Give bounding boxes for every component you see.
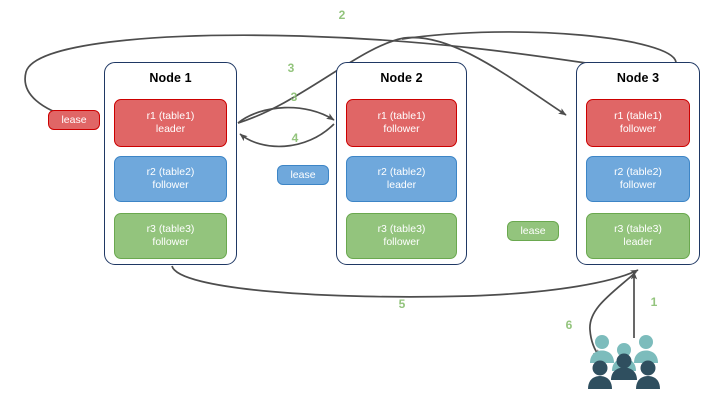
node-3-replica-r2[interactable]: r2 (table2) follower [586, 156, 690, 202]
node-2-replica-r1[interactable]: r1 (table1) follower [346, 99, 457, 147]
edge-5-path [171, 265, 639, 298]
node-3-replica-r1[interactable]: r1 (table1) follower [586, 99, 690, 147]
lease-label: lease [520, 225, 546, 237]
lease-label: lease [290, 169, 316, 181]
node-1[interactable]: Node 1 r1 (table1) leader r2 (table2) fo… [104, 62, 237, 265]
edge-label-2: 2 [338, 8, 346, 22]
replica-line1: r3 (table3) [146, 223, 195, 235]
replica-line1: r3 (table3) [614, 223, 662, 235]
lease-badge-table2[interactable]: lease [277, 165, 329, 185]
edge-3-lower-path [237, 106, 335, 124]
node-2[interactable]: Node 2 r1 (table1) follower r2 (table2) … [336, 62, 467, 265]
replica-line2: leader [386, 179, 417, 191]
replica-line1: r1 (table1) [146, 110, 195, 122]
replica-line2: follower [383, 236, 420, 248]
lease-badge-table1[interactable]: lease [48, 110, 100, 130]
replica-line2: follower [619, 179, 657, 191]
node-1-replica-r2[interactable]: r2 (table2) follower [114, 156, 227, 202]
replica-line2: follower [152, 179, 189, 191]
edge-label-4: 4 [291, 131, 299, 145]
node-1-title: Node 1 [149, 71, 192, 85]
node-1-replica-r1[interactable]: r1 (table1) leader [114, 99, 227, 147]
edge-label-6: 6 [565, 318, 573, 332]
users-group-icon [588, 335, 660, 389]
replica-line2: leader [155, 123, 186, 135]
replica-line1: r3 (table3) [377, 223, 426, 235]
node-3[interactable]: Node 3 r1 (table1) follower r2 (table2) … [576, 62, 700, 265]
node-2-replica-r3[interactable]: r3 (table3) follower [346, 213, 457, 259]
lease-badge-table3[interactable]: lease [507, 221, 559, 241]
replica-line1: r2 (table2) [377, 166, 426, 178]
node-1-replica-r3[interactable]: r3 (table3) follower [114, 213, 227, 259]
node-3-title: Node 3 [616, 71, 660, 85]
replica-line1: r1 (table1) [377, 110, 426, 122]
replica-line2: follower [619, 123, 657, 135]
edge-label-3-lower: 3 [290, 90, 298, 104]
node-2-title: Node 2 [380, 71, 423, 85]
node-3-replica-r3[interactable]: r3 (table3) leader [586, 213, 690, 259]
replica-line1: r2 (table2) [614, 166, 662, 178]
replica-line1: r1 (table1) [614, 110, 662, 122]
replica-line2: leader [623, 236, 653, 248]
node-2-replica-r2[interactable]: r2 (table2) leader [346, 156, 457, 202]
edge-label-3-upper: 3 [287, 61, 295, 75]
replica-line2: follower [383, 123, 420, 135]
replica-line1: r2 (table2) [146, 166, 195, 178]
edge-label-5: 5 [398, 297, 406, 311]
edge-label-1: 1 [650, 295, 658, 309]
replica-line2: follower [152, 236, 189, 248]
lease-label: lease [61, 114, 87, 126]
